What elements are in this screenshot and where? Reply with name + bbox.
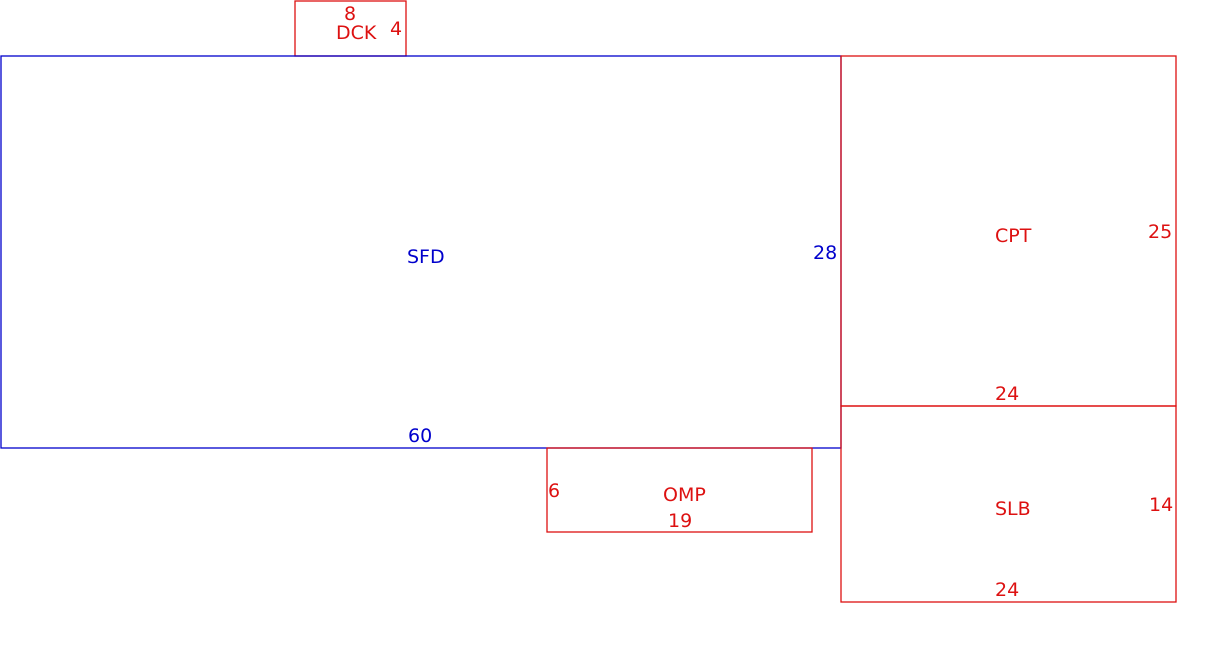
omp-outline	[546, 447, 813, 533]
omp-label: OMP	[663, 484, 706, 506]
slb-width-dimension: 24	[995, 579, 1019, 601]
area-dck: 8 DCK 4	[294, 0, 407, 57]
cpt-width-dimension: 24	[995, 383, 1019, 405]
cpt-depth-dimension: 25	[1148, 221, 1172, 243]
slb-outline	[840, 405, 1177, 603]
sfd-label: SFD	[407, 246, 445, 268]
omp-depth-dimension: 6	[548, 480, 560, 502]
area-cpt: CPT 25 24	[840, 55, 1177, 407]
dck-label: DCK	[336, 22, 377, 44]
dck-top-dimension: 8	[344, 3, 356, 25]
cpt-label: CPT	[995, 225, 1032, 247]
sfd-width-dimension: 60	[408, 425, 432, 447]
omp-width-dimension: 19	[668, 510, 692, 532]
area-slb: SLB 14 24	[840, 405, 1177, 603]
dck-side-dimension: 4	[390, 18, 402, 40]
area-sfd: SFD 28 60	[0, 55, 842, 449]
slb-depth-dimension: 14	[1149, 494, 1173, 516]
area-omp: 6 OMP 19	[546, 447, 813, 533]
sfd-depth-dimension: 28	[813, 242, 837, 264]
slb-label: SLB	[995, 498, 1031, 520]
